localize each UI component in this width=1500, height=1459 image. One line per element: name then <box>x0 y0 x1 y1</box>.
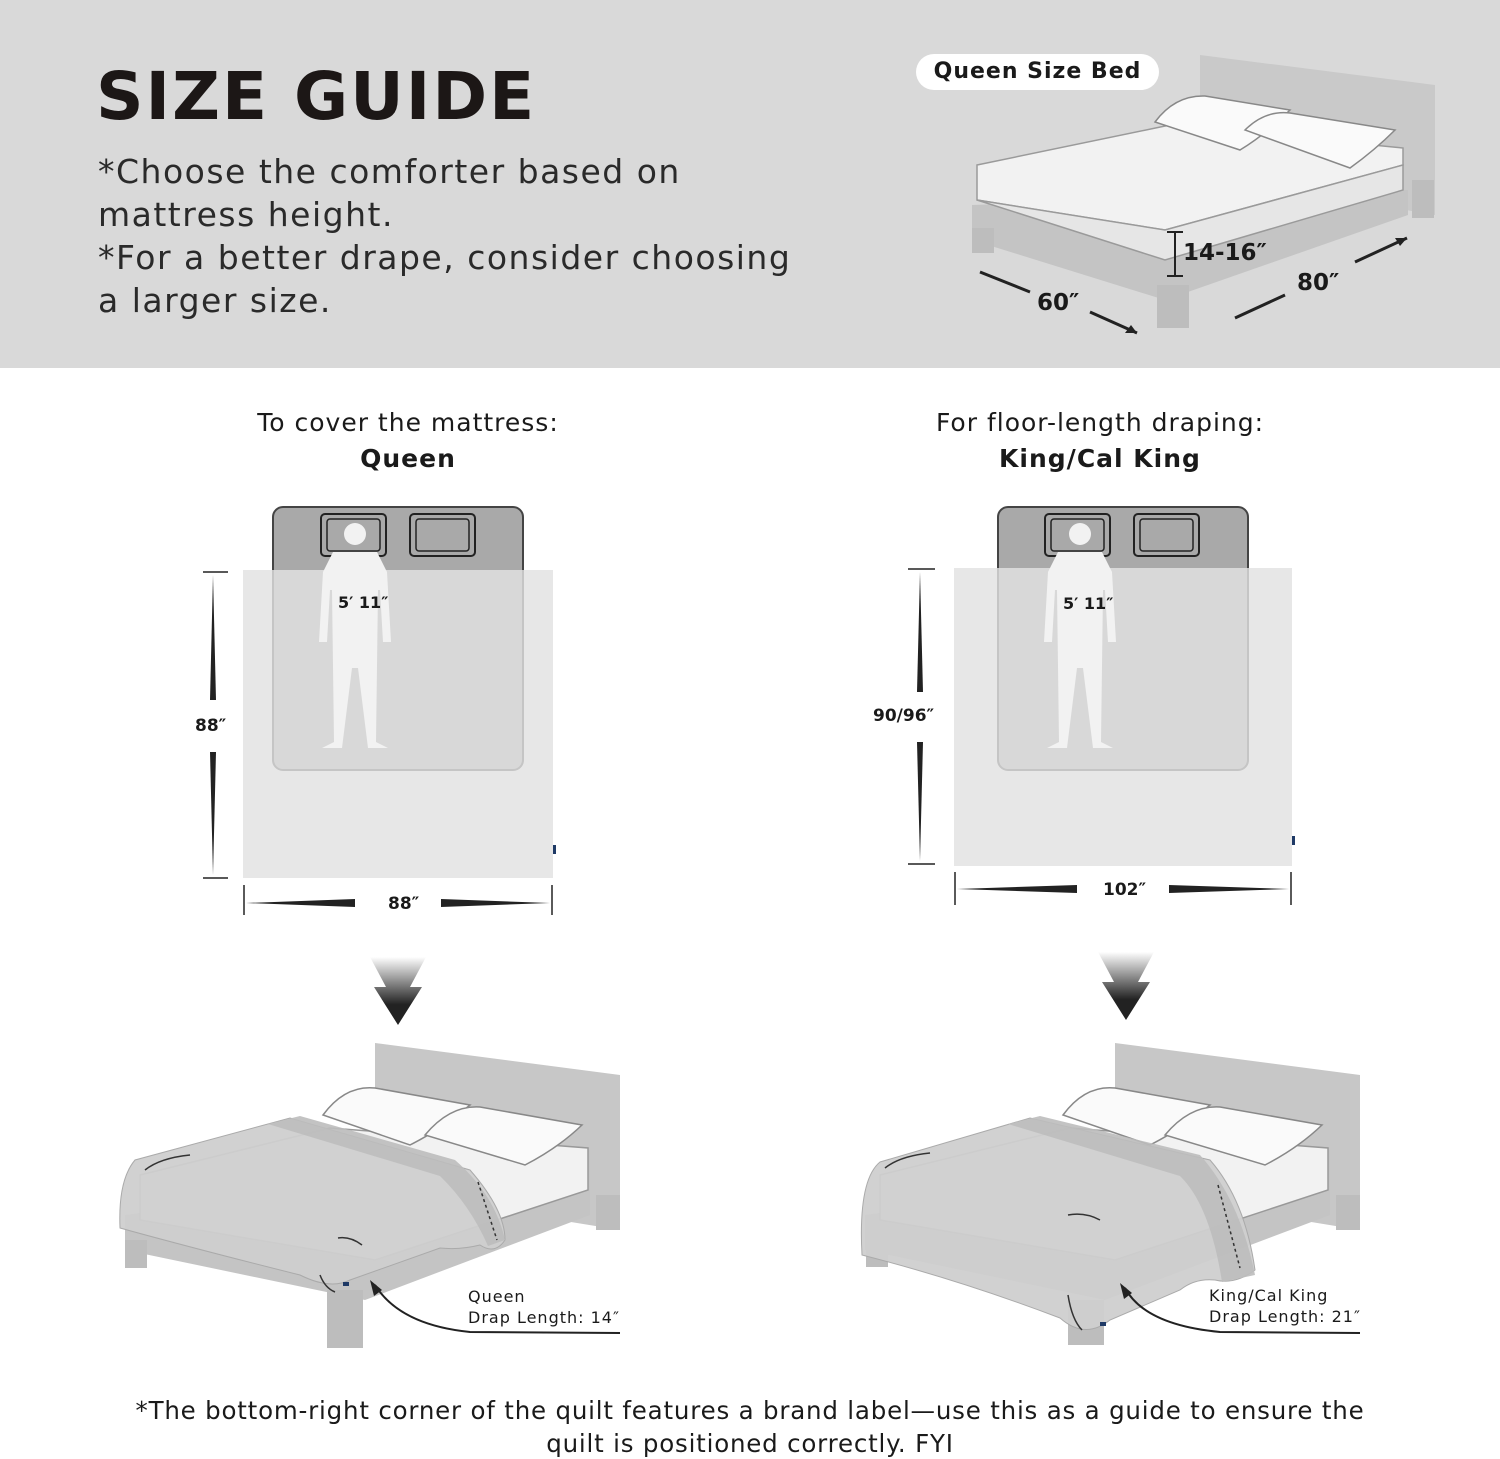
right-draped-bed-illustration <box>860 1043 1361 1345</box>
left-draped-bed-illustration <box>119 1043 621 1348</box>
left-drape-label: Queen Drap Length: 14″ <box>468 1286 620 1328</box>
right-quilt-diagram <box>908 506 1295 905</box>
left-size: Queen <box>360 444 456 473</box>
note-line-1: *Choose the comforter based on <box>98 152 681 191</box>
right-heading: For floor-length draping: <box>935 408 1265 437</box>
footer-note-line-1: *The bottom-right corner of the quilt fe… <box>135 1396 1365 1425</box>
right-drape-length: Drap Length: 21″ <box>1209 1307 1361 1326</box>
bed-length-label: 80″ <box>1297 270 1340 296</box>
left-quilt-width: 88″ <box>388 894 420 914</box>
left-drape-size: Queen <box>468 1287 526 1306</box>
bed-width-label: 60″ <box>1037 290 1080 316</box>
left-quilt-diagram <box>203 506 556 915</box>
right-drape-size: King/Cal King <box>1209 1286 1329 1305</box>
left-down-arrow-icon <box>370 957 426 1025</box>
bed-size-badge: Queen Size Bed <box>916 54 1159 90</box>
left-drape-length: Drap Length: 14″ <box>468 1308 620 1327</box>
right-size: King/Cal King <box>999 444 1201 473</box>
queen-bed-illustration <box>972 55 1435 335</box>
left-heading: To cover the mattress: <box>257 408 559 437</box>
right-drape-label: King/Cal King Drap Length: 21″ <box>1209 1285 1361 1327</box>
right-person-height: 5′ 11″ <box>1063 594 1114 613</box>
right-down-arrow-icon <box>1098 952 1154 1020</box>
right-quilt-length: 90/96″ <box>873 706 935 726</box>
right-quilt-width: 102″ <box>1103 880 1147 900</box>
footer-note-line-2: quilt is positioned correctly. FYI <box>546 1429 954 1458</box>
note-line-2: mattress height. <box>98 195 394 234</box>
note-line-3: *For a better drape, consider choosing <box>98 238 792 277</box>
left-person-height: 5′ 11″ <box>338 593 389 612</box>
page-title: SIZE GUIDE <box>96 58 537 135</box>
left-quilt-length: 88″ <box>195 716 227 736</box>
mattress-height-label: 14-16″ <box>1183 240 1267 266</box>
note-line-4: a larger size. <box>98 281 332 320</box>
